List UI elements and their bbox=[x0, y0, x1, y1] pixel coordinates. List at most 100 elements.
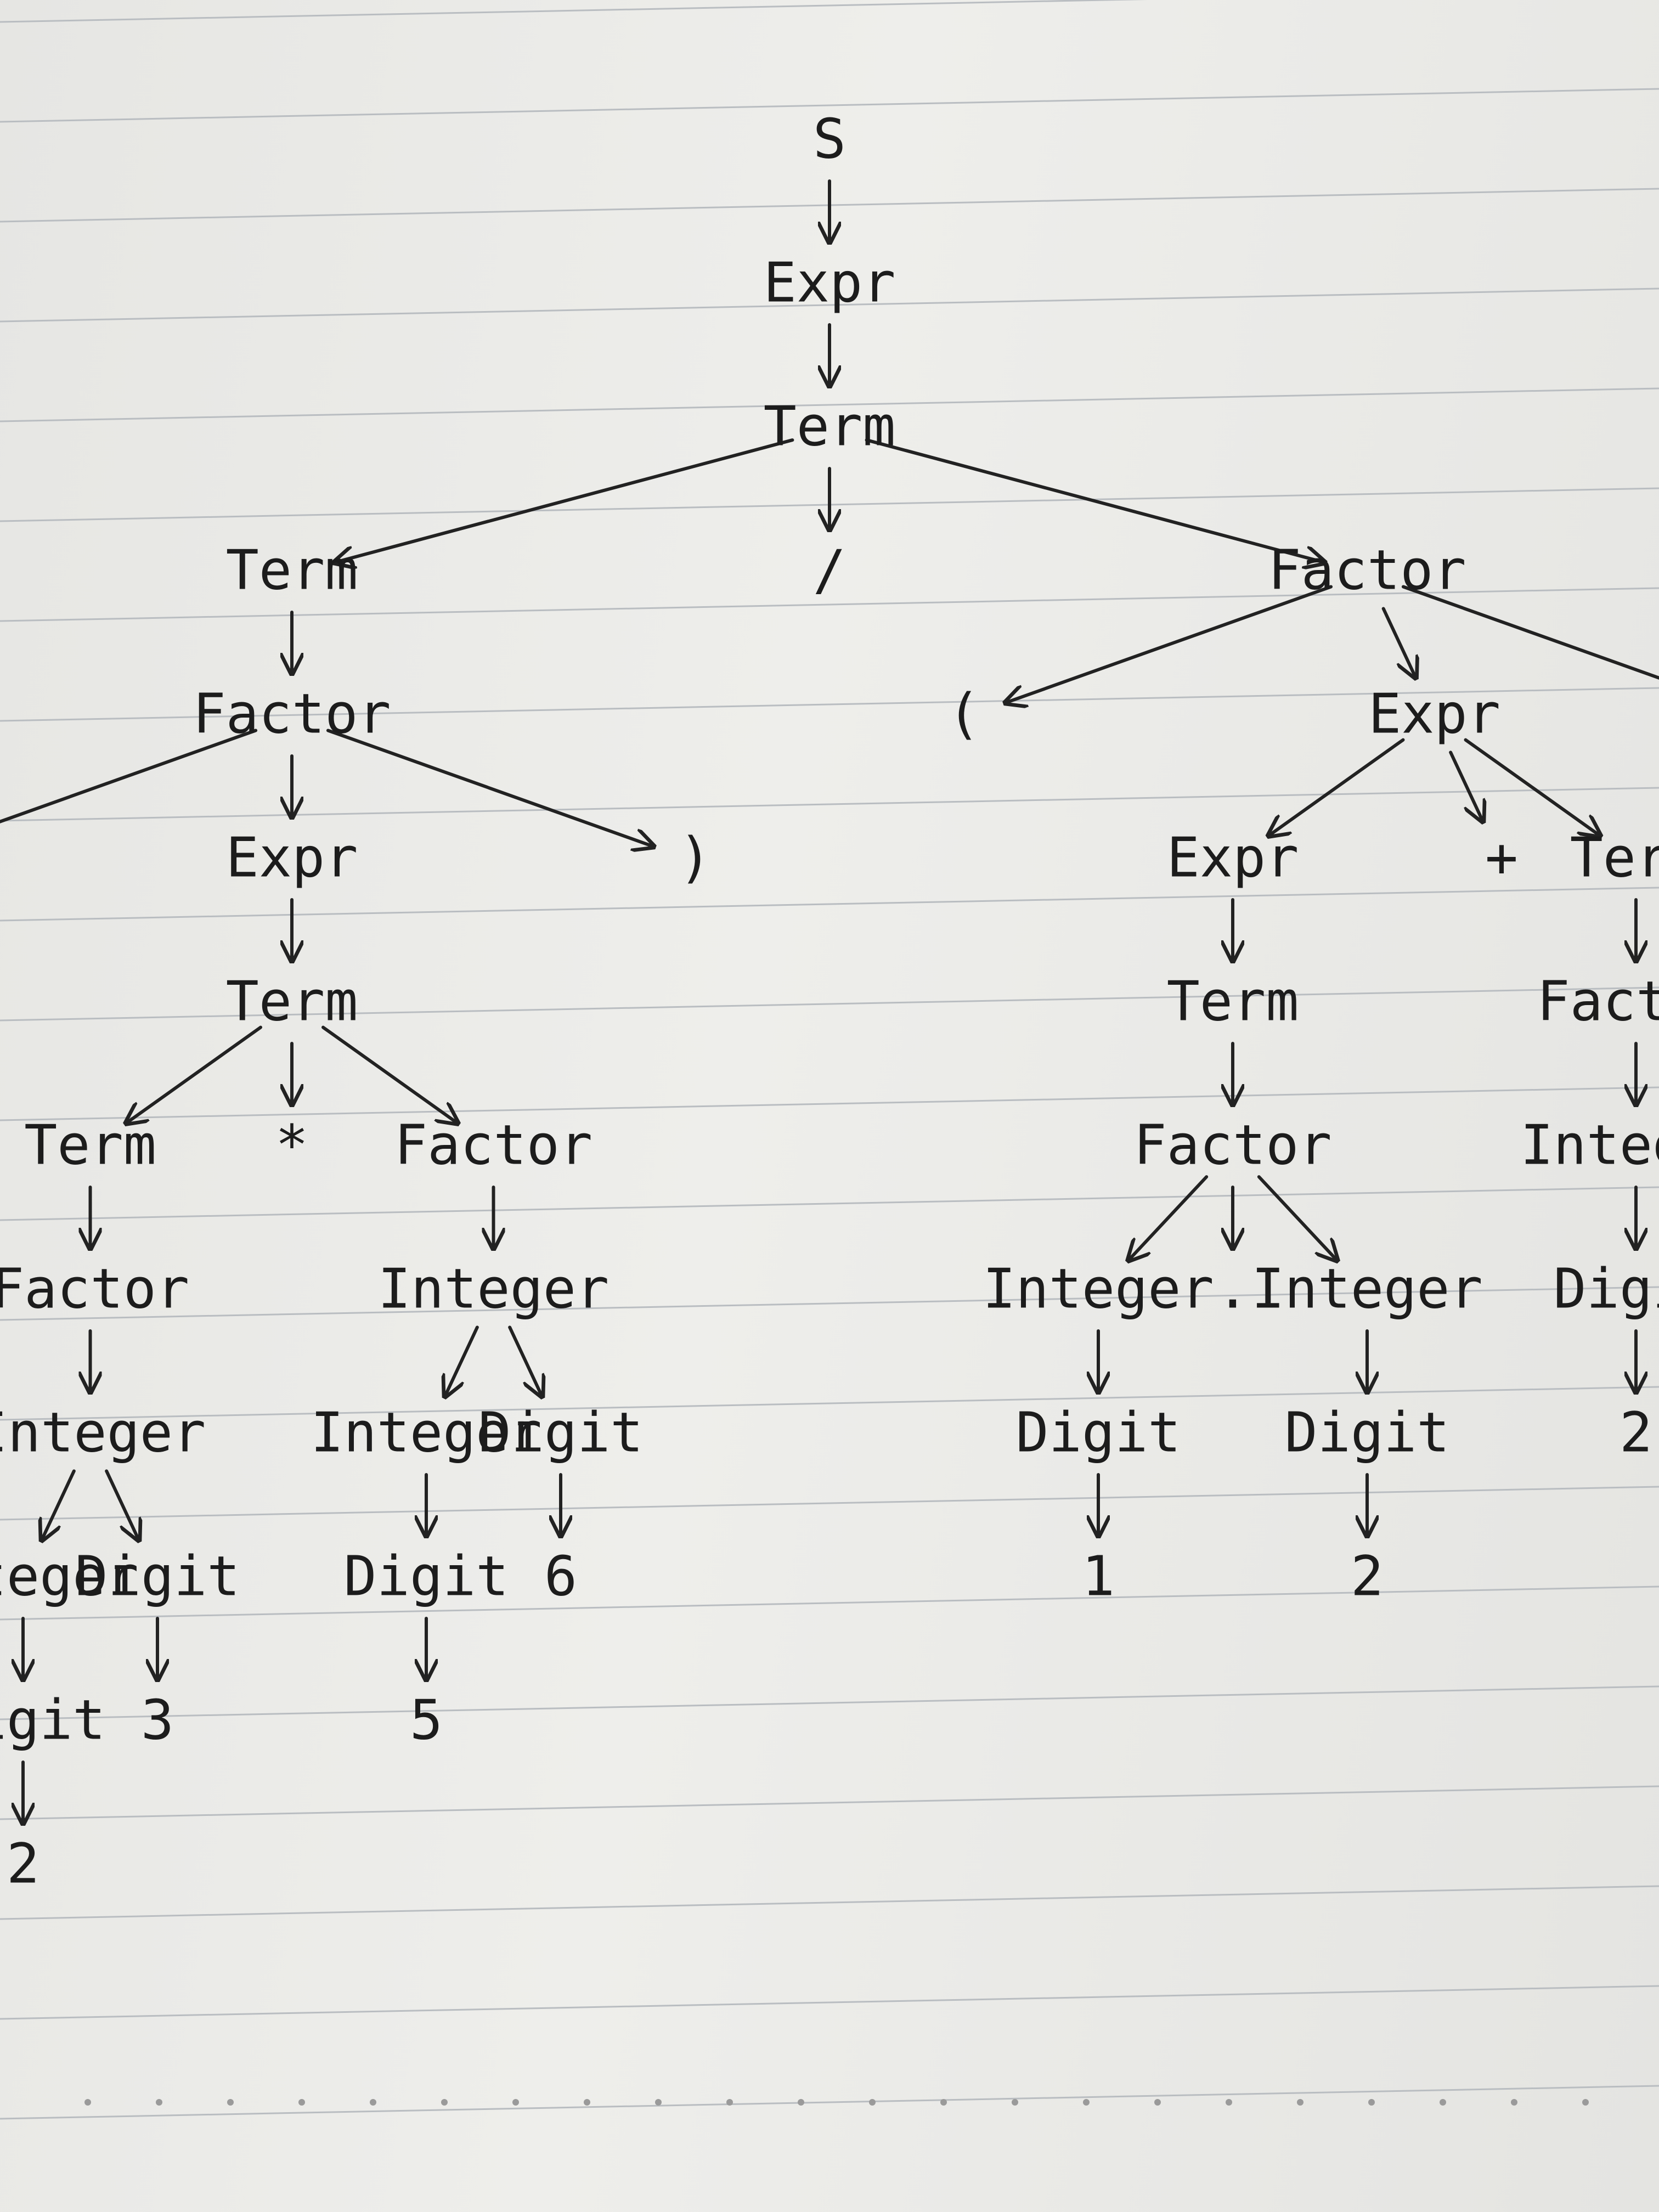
tree-node-: ( bbox=[947, 681, 980, 746]
tree-edge-arrow bbox=[334, 438, 794, 562]
tree-edge-arrow bbox=[1381, 607, 1416, 678]
tree-node-integer: Integer bbox=[0, 1544, 139, 1608]
tree-node-digit: Digit bbox=[75, 1544, 240, 1608]
tree-node-1: 1 bbox=[1082, 1544, 1115, 1608]
tree-edge-arrow bbox=[126, 1025, 263, 1124]
ruled-dot bbox=[584, 2099, 590, 2106]
ruled-line bbox=[0, 2085, 1659, 2120]
ruled-line bbox=[0, 1685, 1659, 1720]
tree-edge-arrow bbox=[1268, 738, 1405, 836]
ruled-line bbox=[0, 986, 1659, 1022]
ruled-dot bbox=[1154, 2099, 1161, 2106]
tree-edges bbox=[0, 179, 1659, 1824]
ruled-lines bbox=[0, 0, 1659, 2120]
ruled-line bbox=[0, 1885, 1659, 1920]
ruled-line bbox=[0, 1186, 1659, 1221]
ruled-line bbox=[0, 1086, 1659, 1121]
tree-node-term: Term bbox=[226, 969, 358, 1033]
ruled-line bbox=[0, 1985, 1659, 2020]
tree-node-s: S bbox=[813, 106, 846, 171]
tree-edge-arrow bbox=[1005, 585, 1333, 703]
tree-node-: . bbox=[1216, 1256, 1249, 1321]
tree-edge-arrow bbox=[865, 438, 1325, 562]
tree-node-factor: Factor bbox=[1537, 969, 1659, 1033]
tree-node-factor: Factor bbox=[394, 1113, 592, 1177]
ruled-dot bbox=[370, 2099, 376, 2106]
ruled-dot bbox=[1012, 2099, 1018, 2106]
ruled-line bbox=[0, 287, 1659, 323]
ruled-line bbox=[0, 88, 1659, 123]
ruled-line bbox=[0, 787, 1659, 822]
tree-node-: + bbox=[1485, 825, 1518, 889]
ruled-dot bbox=[441, 2099, 448, 2106]
tree-node-factor: Factor bbox=[1268, 538, 1466, 602]
ruled-line bbox=[0, 587, 1659, 622]
tree-node-term: Term bbox=[1167, 969, 1299, 1033]
tree-node-5: 5 bbox=[410, 1688, 443, 1752]
ruled-dot bbox=[1368, 2099, 1375, 2106]
ruled-line bbox=[0, 1785, 1659, 1820]
tree-edge-arrow bbox=[0, 729, 258, 823]
ruled-dot bbox=[1083, 2099, 1090, 2106]
tree-node-: * bbox=[275, 1113, 308, 1177]
tree-node-term: Term bbox=[764, 394, 896, 458]
ruled-dot bbox=[869, 2099, 876, 2106]
tree-node-digit: Digit bbox=[0, 1688, 106, 1752]
tree-node-term: Term bbox=[1570, 825, 1659, 889]
ruled-line bbox=[0, 1585, 1659, 1621]
tree-node-integer: Integer bbox=[1520, 1113, 1659, 1177]
tree-node-integer: Integer bbox=[983, 1256, 1214, 1321]
tree-node-digit: Digit bbox=[478, 1400, 643, 1464]
tree-node-2: 2 bbox=[7, 1831, 40, 1895]
ruled-dot bbox=[156, 2099, 162, 2106]
tree-edge-arrow bbox=[42, 1469, 76, 1540]
ruled-dot bbox=[298, 2099, 305, 2106]
ruled-line bbox=[0, 887, 1659, 922]
ruled-line bbox=[0, 387, 1659, 422]
tree-node-factor: Factor bbox=[193, 681, 391, 746]
tree-node-factor: Factor bbox=[0, 1256, 189, 1321]
ruled-dot bbox=[512, 2099, 519, 2106]
tree-node-expr: Expr bbox=[1368, 681, 1500, 746]
tree-node-integer: Integer bbox=[0, 1400, 206, 1464]
tree-edge-arrow bbox=[508, 1325, 542, 1396]
tree-node-term: Term bbox=[226, 538, 358, 602]
tree-edge-arrow bbox=[326, 729, 654, 847]
tree-edge-arrow bbox=[1257, 1175, 1338, 1260]
tree-edge-arrow bbox=[321, 1025, 458, 1124]
tree-edge-arrow bbox=[1449, 751, 1483, 821]
tree-node-3: 3 bbox=[141, 1688, 174, 1752]
ruled-line bbox=[0, 1286, 1659, 1321]
tree-node-integer: Integer bbox=[378, 1256, 609, 1321]
ruled-dot bbox=[1440, 2099, 1446, 2106]
tree-node-expr: Expr bbox=[226, 825, 358, 889]
ruled-dot bbox=[227, 2099, 234, 2106]
tree-node-expr: Expr bbox=[764, 250, 896, 314]
ruled-dot bbox=[1511, 2099, 1517, 2106]
tree-node-factor: Factor bbox=[1133, 1113, 1331, 1177]
tree-edge-arrow bbox=[105, 1469, 139, 1540]
tree-node-6: 6 bbox=[544, 1544, 577, 1608]
tree-edge-arrow bbox=[1401, 585, 1659, 680]
ruled-dot bbox=[655, 2099, 662, 2106]
tree-node-term: Term bbox=[24, 1113, 156, 1177]
ruled-line bbox=[0, 0, 1148, 23]
tree-node-: ) bbox=[679, 825, 712, 889]
tree-node-digit: Digit bbox=[343, 1544, 509, 1608]
ruled-dot bbox=[940, 2099, 947, 2106]
ruled-line bbox=[0, 1386, 1659, 1421]
tree-node-digit: Digit bbox=[1553, 1256, 1659, 1321]
tree-node-digit: Digit bbox=[1284, 1400, 1449, 1464]
tree-node-expr: Expr bbox=[1167, 825, 1299, 889]
ruled-dot bbox=[1226, 2099, 1232, 2106]
ruled-line bbox=[0, 687, 1659, 722]
tree-edge-arrow bbox=[1128, 1175, 1209, 1260]
tree-node-integer: Integer bbox=[1251, 1256, 1482, 1321]
ruled-dot bbox=[84, 2099, 91, 2106]
tree-edge-arrow bbox=[445, 1325, 479, 1396]
tree-edge-arrow bbox=[1464, 738, 1600, 836]
ruled-dot bbox=[798, 2099, 804, 2106]
tree-node-: / bbox=[813, 538, 846, 602]
